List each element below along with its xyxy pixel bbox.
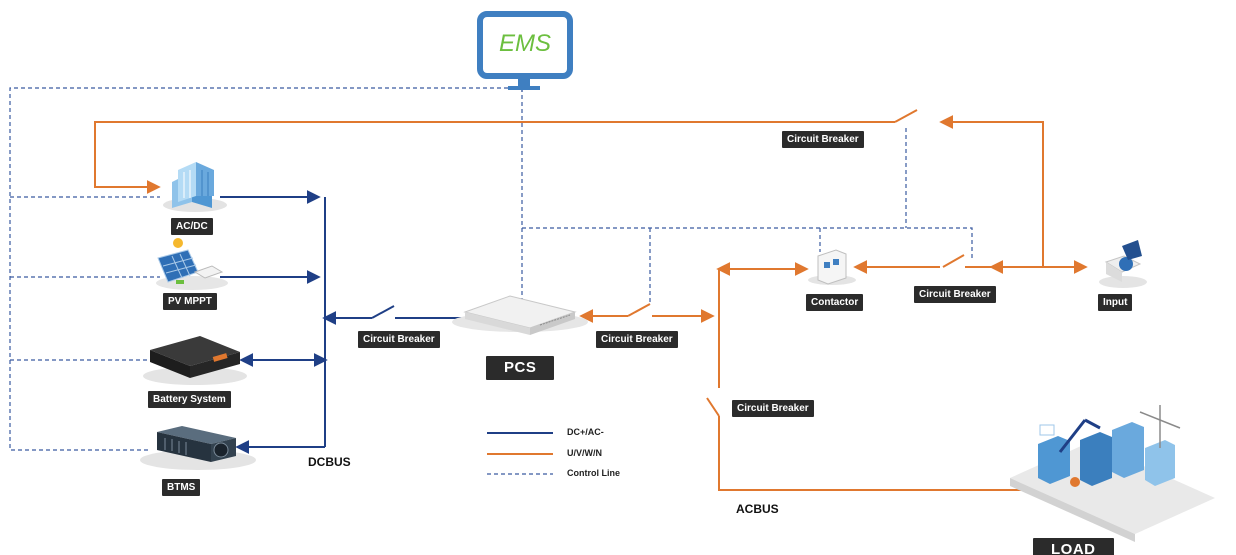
dc-lines <box>220 190 465 454</box>
input-icon <box>1099 240 1147 288</box>
battery-system-label: Battery System <box>148 391 231 408</box>
ac-grid-breaker-blade <box>942 254 965 268</box>
ac-top-loop <box>939 115 1044 267</box>
dc-circuit-breaker-label: Circuit Breaker <box>358 331 440 348</box>
top-circuit-breaker-label: Circuit Breaker <box>782 131 864 148</box>
ac-top-breaker-blade <box>894 109 918 123</box>
legend-lines <box>487 432 553 475</box>
pv-mppt-label: PV MPPT <box>163 293 217 310</box>
acdc-icon <box>163 162 227 212</box>
ac-circuit-breaker-label: Circuit Breaker <box>596 331 678 348</box>
acdc-label: AC/DC <box>171 218 213 235</box>
acbus-breaker-blade <box>706 397 720 417</box>
load-label: LOAD <box>1033 538 1114 555</box>
input-label: Input <box>1098 294 1133 311</box>
ac-lines <box>94 109 1085 491</box>
load-illustration <box>1010 405 1215 542</box>
btms-label: BTMS <box>162 479 201 496</box>
ems-title: EMS <box>498 30 551 57</box>
contactor-icon <box>808 249 856 285</box>
control-line-bus <box>522 227 973 258</box>
ac-pcs-breaker-blade <box>627 303 651 317</box>
acbus-label: ACBUS <box>736 502 779 516</box>
pcs-icon <box>452 295 588 335</box>
control-line-ems-main <box>9 87 515 451</box>
grid-circuit-breaker-label: Circuit Breaker <box>914 286 996 303</box>
dc-breaker-blade <box>371 305 395 319</box>
dcbus-label: DCBUS <box>308 455 351 469</box>
ems-monitor-icon <box>477 11 573 90</box>
legend-control-text: Control Line <box>567 468 620 478</box>
battery-icon <box>143 336 247 385</box>
legend-ac-text: U/V/W/N <box>567 448 602 458</box>
pv-panel-icon <box>156 238 228 290</box>
ac-top-left <box>94 121 895 194</box>
pcs-label: PCS <box>486 356 555 380</box>
btms-icon <box>140 426 256 470</box>
contactor-label: Contactor <box>806 294 864 311</box>
acbus-circuit-breaker-label: Circuit Breaker <box>732 400 814 417</box>
acbus <box>718 269 1030 491</box>
legend-dc-text: DC+/AC- <box>567 427 604 437</box>
control-lines <box>9 87 973 451</box>
